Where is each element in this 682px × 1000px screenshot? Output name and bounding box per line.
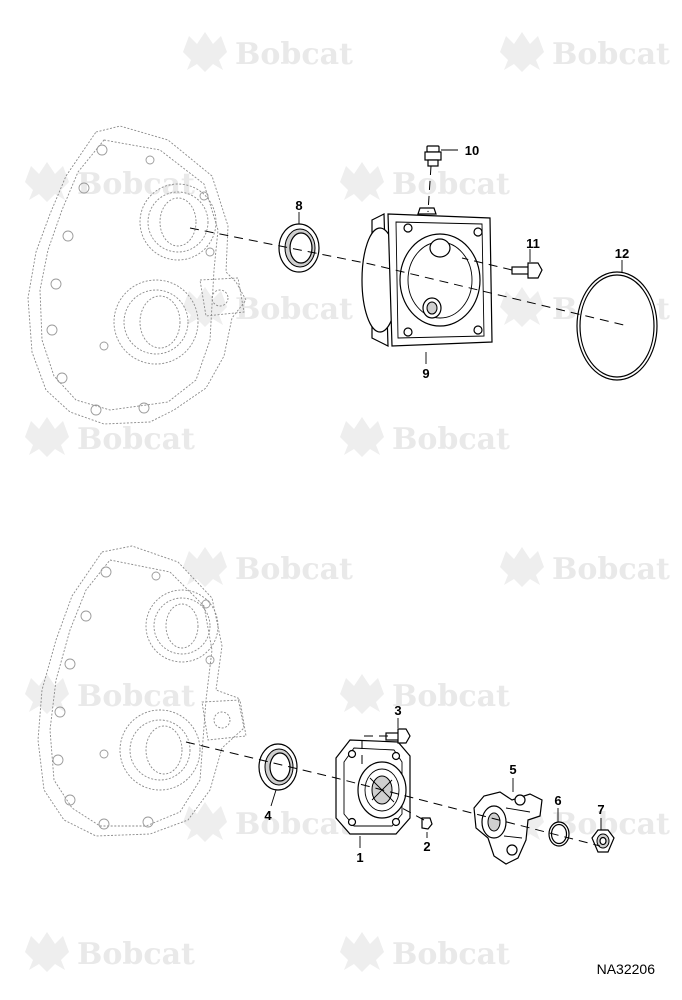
top-assembly [27,125,658,425]
o-ring-part-12 [576,271,658,381]
watermark: Bobcat [500,32,670,72]
seal-part-8 [278,223,320,273]
watermark-text: Bobcat [392,422,510,457]
watermark: Bobcat [183,32,353,72]
bolt-axis-bottom [361,735,388,770]
watermark-text: Bobcat [392,679,510,714]
plug-part-10 [424,145,442,167]
bolt-part-11 [511,262,543,279]
screw-axis [401,807,425,821]
screw-part-2 [421,817,433,830]
callout-10: 10 [465,143,479,158]
watermark: Bobcat [340,417,510,457]
cover-part-1 [335,739,411,835]
callout-3: 3 [394,703,401,718]
watermark-text: Bobcat [235,292,353,327]
cover-plate-part-9 [361,207,493,347]
gearcase-housing-bottom [37,545,247,837]
watermark: Bobcat [25,932,195,972]
watermark: Bobcat [183,802,353,842]
nut-part-7 [591,829,615,853]
plug-axis [427,165,432,213]
bottom-assembly [37,545,615,865]
watermark-text: Bobcat [392,167,510,202]
callout-5: 5 [509,762,516,777]
watermark-text: Bobcat [235,552,353,587]
seal-part-4 [258,743,298,791]
callout-7: 7 [597,802,604,817]
callout-2: 2 [423,839,430,854]
drawing-number: NA32206 [597,961,656,977]
watermark-text: Bobcat [77,679,195,714]
callout-8: 8 [295,198,302,213]
callout-6: 6 [554,793,561,808]
o-ring-part-6 [548,821,570,847]
watermark: Bobcat [25,417,195,457]
watermark: Bobcat [183,287,353,327]
callout-layer: 8 10 11 12 9 3 5 6 7 4 1 2 [264,143,629,865]
watermark-text: Bobcat [77,167,195,202]
callout-1: 1 [356,850,363,865]
watermark: Bobcat [340,674,510,714]
callout-12: 12 [615,246,629,261]
bolt-axis [461,257,513,271]
assembly-axis-top [189,227,629,327]
watermark-text: Bobcat [552,37,670,72]
yoke-part-5 [473,791,543,865]
watermark: Bobcat [25,674,195,714]
watermark-text: Bobcat [77,937,195,972]
bolt-part-3 [385,728,411,744]
callout-9: 9 [422,366,429,381]
assembly-axis-bottom [185,741,601,847]
watermark: Bobcat [340,932,510,972]
watermark-text: Bobcat [77,422,195,457]
callout-11: 11 [526,236,540,251]
watermark-layer: Bobcat Bobcat Bobcat Bobcat Bobcat Bobca… [25,32,670,972]
watermark: Bobcat [25,162,195,202]
watermark: Bobcat [340,162,510,202]
watermark-text: Bobcat [552,552,670,587]
gearcase-housing-top [27,125,247,425]
watermark-text: Bobcat [235,37,353,72]
callout-4: 4 [264,808,272,823]
watermark: Bobcat [183,547,353,587]
watermark: Bobcat [500,547,670,587]
watermark-text: Bobcat [235,807,353,842]
watermark-text: Bobcat [392,937,510,972]
